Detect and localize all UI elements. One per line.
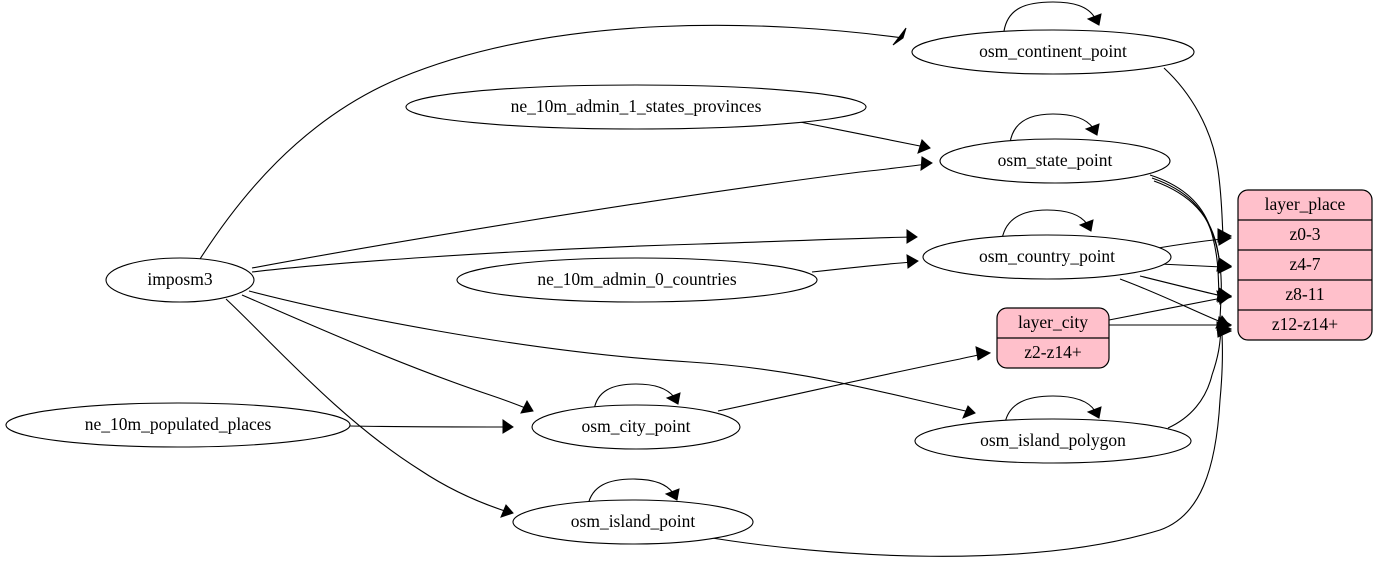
self-loop-osm_continent_point: [1003, 1, 1102, 32]
edge-layer_city-to-layer_place-z12-z14+: [1108, 317, 1233, 332]
edge-osm_country_point-to-layer_place-z0-3: [1157, 231, 1233, 249]
node-label-osm_city_point: osm_city_point: [582, 416, 691, 436]
node-ne_10m_populated_places[interactable]: ne_10m_populated_places: [5, 402, 351, 448]
node-osm_state_point[interactable]: osm_state_point: [939, 138, 1171, 184]
self-loop-osm_state_point: [1009, 113, 1100, 144]
edge-osm_city_point-to-layer_city-z2-z14+: [717, 346, 992, 412]
record-node-layer: layer_place z0-3 z4-7 z8-11 z12-z14+ lay…: [996, 189, 1373, 369]
node-osm_country_point[interactable]: osm_country_point: [922, 234, 1172, 280]
edge-imposm3-to-osm_island_polygon: [248, 290, 976, 419]
self-loop-osm_island_polygon: [1004, 395, 1102, 424]
record-row-layer_place-z8-11[interactable]: z8-11: [1285, 284, 1324, 304]
node-osm_continent_point[interactable]: osm_continent_point: [911, 29, 1195, 75]
edge-imposm3-to-osm_island_point: [225, 298, 514, 518]
record-row-layer_city-header: layer_city: [1018, 312, 1088, 332]
node-label-imposm3: imposm3: [147, 269, 212, 289]
node-ne_10m_admin_0_countries[interactable]: ne_10m_admin_0_countries: [456, 257, 818, 303]
record-node-layer_city[interactable]: layer_city z2-z14+: [996, 307, 1110, 369]
node-label-osm_state_point: osm_state_point: [998, 150, 1113, 170]
node-label-osm_continent_point: osm_continent_point: [979, 41, 1127, 61]
edge-ne_10m_admin_0_countries-to-osm_country_point: [811, 254, 919, 273]
edge-ne_10m_populated_places-to-osm_city_point: [349, 419, 514, 434]
node-label-ne_10m_admin_1_states_provinces: ne_10m_admin_1_states_provinces: [511, 96, 762, 116]
edge-imposm3-to-osm_country_point: [251, 229, 918, 273]
record-row-layer_place-z0-3[interactable]: z0-3: [1289, 224, 1320, 244]
edge-osm_country_point-to-layer_place-z12-z14+: [1119, 278, 1231, 329]
self-loop-osm_country_point: [1001, 209, 1094, 240]
edge-layer_city-to-layer_place-z8-11: [1108, 290, 1233, 321]
self-loop-osm_city_point: [593, 383, 681, 411]
record-row-layer_place-z12-z14[interactable]: z12-z14+: [1272, 314, 1338, 334]
edge-imposm3-to-osm_state_point: [251, 156, 933, 269]
node-label-ne_10m_populated_places: ne_10m_populated_places: [85, 414, 272, 434]
node-label-osm_island_polygon: osm_island_polygon: [980, 430, 1126, 450]
edge-ne_10m_admin_1_states_provinces-to-osm_state_point: [799, 121, 931, 154]
node-osm_city_point[interactable]: osm_city_point: [531, 404, 741, 450]
edge-osm_country_point-to-layer_place-z4-7: [1159, 259, 1233, 274]
node-layer: imposm3 ne_10m_admin_1_states_provinces …: [5, 29, 1195, 545]
node-label-ne_10m_admin_0_countries: ne_10m_admin_0_countries: [537, 269, 736, 289]
record-row-layer_city-z2-z14[interactable]: z2-z14+: [1024, 342, 1082, 362]
edge-imposm3-to-osm_continent_point: [199, 24, 907, 260]
node-osm_island_point[interactable]: osm_island_point: [512, 499, 754, 545]
edge-imposm3-to-osm_city_point: [241, 294, 534, 414]
record-node-layer_place[interactable]: layer_place z0-3 z4-7 z8-11 z12-z14+: [1237, 189, 1373, 341]
self-loop-osm_island_point: [587, 478, 680, 506]
edge-osm_continent_point-to-layer_place-z0-3: [1163, 67, 1233, 243]
edge-osm_island_point-to-layer_place-z12-z14+: [699, 323, 1233, 557]
record-row-layer_place-z4-7[interactable]: z4-7: [1289, 254, 1320, 274]
node-label-osm_country_point: osm_country_point: [979, 246, 1115, 266]
node-ne_10m_admin_1_states_provinces[interactable]: ne_10m_admin_1_states_provinces: [405, 84, 867, 130]
node-label-osm_island_point: osm_island_point: [571, 511, 696, 531]
node-imposm3[interactable]: imposm3: [105, 257, 255, 303]
record-row-layer_place-header: layer_place: [1265, 194, 1346, 214]
node-osm_island_polygon[interactable]: osm_island_polygon: [914, 418, 1192, 464]
edge-layer: [199, 1, 1233, 557]
